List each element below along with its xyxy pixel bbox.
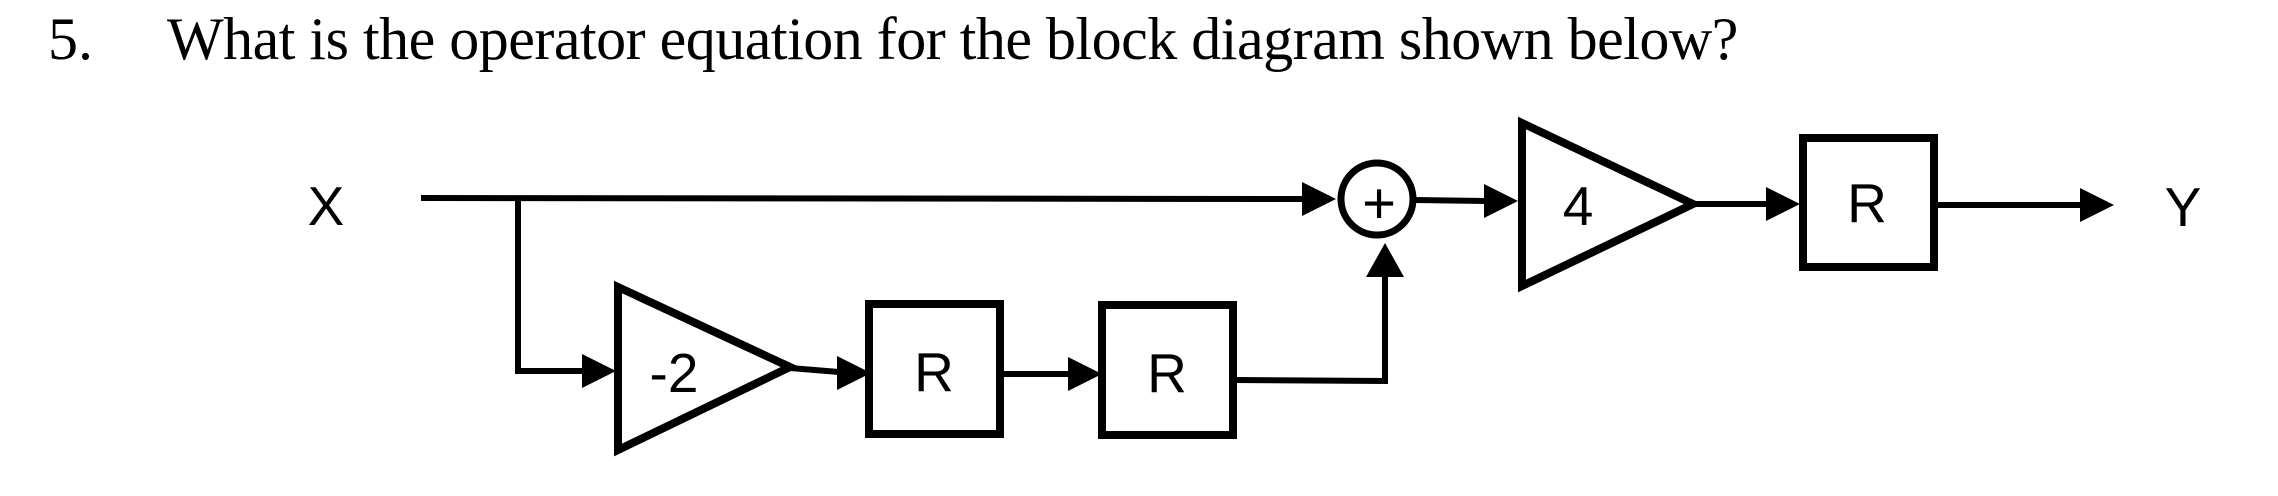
arrowhead-icon <box>2080 188 2114 222</box>
arrowhead-icon <box>1068 357 1102 391</box>
question-text: What is the operator equation for the bl… <box>167 6 1738 72</box>
output-gain-label: 4 <box>1563 175 1594 237</box>
arrowhead-icon <box>1366 243 1404 277</box>
arrowhead-icon <box>1766 187 1800 221</box>
arrowhead-icon <box>837 356 871 390</box>
summing-junction-circle <box>1337 159 1417 239</box>
question-number: 5. <box>48 6 93 72</box>
output-gain-triangle <box>1518 116 1703 293</box>
output-delay-label: R <box>1847 172 1887 234</box>
feed-delay-box-1 <box>865 300 1004 438</box>
arrowhead-icon <box>1302 182 1336 216</box>
feedforward-gain-triangle <box>614 280 800 457</box>
arrowhead-icon <box>582 354 616 388</box>
arrowhead-icon <box>1484 184 1518 218</box>
input-signal-label: X <box>308 175 345 237</box>
feedforward-gain-label: -2 <box>650 342 699 404</box>
main-signal-line <box>420 195 1305 202</box>
question-title: 5. What is the operator equation for the… <box>0 6 2278 86</box>
branch-line <box>515 198 584 374</box>
connector-line <box>789 365 840 375</box>
feed-delay-box-2 <box>1098 301 1237 439</box>
connector-line <box>1413 197 1487 204</box>
summing-junction-plus-label: + <box>1362 171 1396 236</box>
feedback-to-summer-line <box>1232 275 1388 385</box>
feed-delay-2-label: R <box>1147 342 1187 404</box>
feed-delay-1-label: R <box>914 341 954 403</box>
output-signal-label: Y <box>2165 176 2202 238</box>
